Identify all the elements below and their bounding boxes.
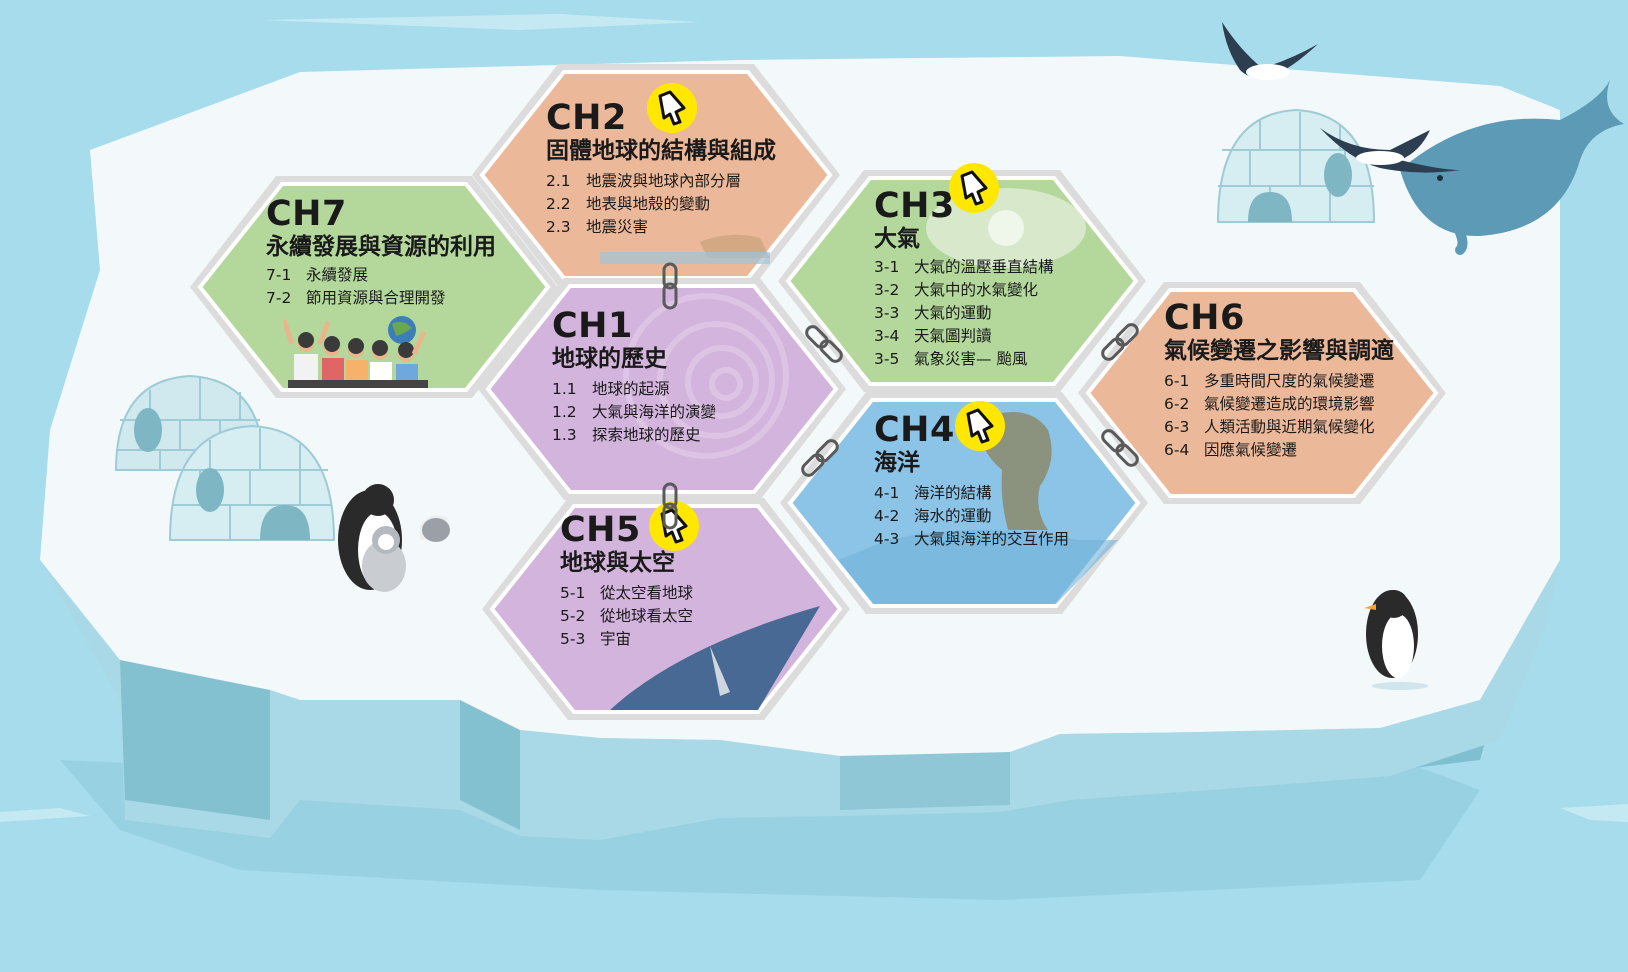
chain-link-icon (662, 482, 678, 530)
hex-frame (1078, 282, 1446, 504)
chain-link-icon (662, 262, 678, 310)
chain-link-icon (801, 439, 839, 477)
hand-pointer-icon[interactable] (646, 82, 698, 134)
chapter-code: CH6 (1164, 298, 1245, 338)
hex-frame (478, 278, 846, 500)
chapter-code: CH7 (266, 194, 347, 234)
hex-frame (778, 170, 1146, 392)
chapter-title: 海洋 (874, 450, 920, 476)
hand-pointer-icon[interactable] (954, 400, 1006, 452)
chapter-title: 永續發展與資源的利用 (266, 234, 496, 260)
seagull-icon (1320, 128, 1460, 173)
ammonite-fossil (623, 293, 789, 459)
chapter-code: CH2 (546, 98, 627, 138)
hex-frame (482, 498, 850, 720)
chain-link-icon (805, 325, 843, 363)
penguin-icon (338, 484, 450, 592)
children-photo (284, 316, 428, 388)
chapter-code: CH1 (552, 306, 633, 346)
whale-icon (1400, 80, 1624, 255)
hex-frame (472, 64, 840, 286)
chapter-title: 地球的歷史 (552, 346, 667, 372)
chapter-code: CH4 (874, 410, 955, 450)
hand-pointer-icon[interactable] (948, 162, 1000, 214)
seagull-icon (1222, 22, 1318, 80)
chain-link-icon (1101, 323, 1139, 361)
chapter-code: CH5 (560, 510, 641, 550)
chapter-title: 大氣 (874, 226, 920, 252)
penguin-icon (1364, 590, 1428, 690)
hex-frame (780, 392, 1148, 614)
chapter-code: CH3 (874, 186, 955, 226)
chapter-title: 固體地球的結構與組成 (546, 138, 776, 164)
hex-frame (190, 176, 558, 398)
chapter-title: 氣候變遷之影響與調適 (1164, 338, 1394, 364)
chain-link-icon (1101, 429, 1139, 467)
chapter-title: 地球與太空 (560, 550, 675, 576)
igloo-icon (168, 424, 336, 541)
